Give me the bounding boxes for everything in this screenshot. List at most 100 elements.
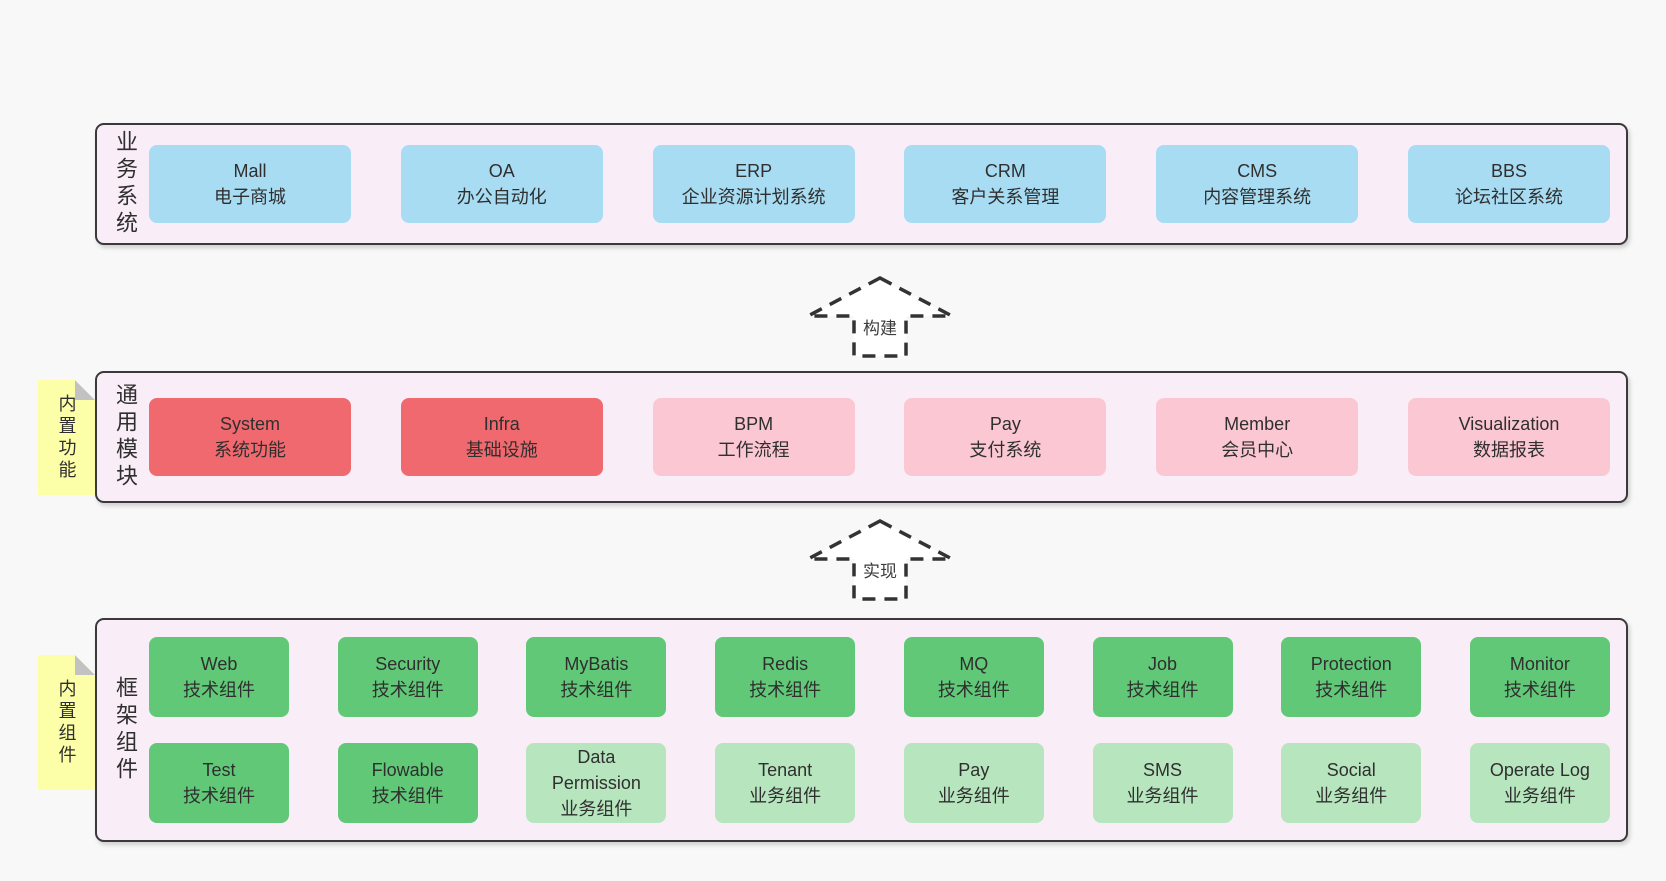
box-subtitle: 工作流程 (717, 440, 790, 460)
box-subtitle: 支付系统 (969, 440, 1042, 460)
box-title: Security (375, 654, 441, 674)
box-title: Tenant (758, 760, 813, 780)
box-title: Job (1148, 654, 1178, 674)
box-monitor: Monitor 技术组件 (1469, 637, 1610, 717)
box-subtitle: 业务组件 (1126, 786, 1199, 806)
box-subtitle: 业务组件 (937, 786, 1010, 806)
box-visualization: Visualization 数据报表 (1407, 398, 1610, 476)
box-subtitle: 技术组件 (1126, 680, 1199, 700)
box-subtitle: 会员中心 (1221, 440, 1294, 460)
box-member: Member 会员中心 (1156, 398, 1359, 476)
build-arrow-label: 构建 (861, 314, 899, 339)
box-title: Infra (483, 414, 520, 434)
implement-arrow-label: 实现 (861, 557, 899, 582)
box-social: Social 业务组件 (1281, 743, 1422, 823)
box-mall: Mall 电子商城 (149, 145, 351, 223)
box-subtitle: 技术组件 (371, 680, 444, 700)
box-subtitle: 业务组件 (749, 786, 822, 806)
box-subtitle: 技术组件 (183, 786, 255, 806)
box-title: Visualization (1458, 414, 1560, 434)
box-subtitle: 办公自动化 (456, 187, 547, 207)
box-subtitle: 电子商城 (214, 187, 286, 207)
box-subtitle: 技术组件 (749, 680, 822, 700)
box-title: Web (200, 654, 238, 674)
box-sms: SMS 业务组件 (1092, 743, 1233, 823)
box-subtitle: 业务组件 (560, 799, 633, 819)
panel-label-business-systems: 业务系统 (113, 130, 138, 238)
box-title: MyBatis (564, 654, 629, 674)
panel-label-common-modules: 通用模块 (113, 383, 138, 491)
box-title: ERP (735, 161, 773, 181)
box-pay: Pay 业务组件 (903, 743, 1044, 823)
box-subtitle: 业务组件 (1503, 786, 1576, 806)
box-crm: CRM 客户关系管理 (904, 145, 1107, 223)
box-title: Member (1224, 414, 1291, 434)
box-title: BPM (734, 414, 774, 434)
box-tenant: Tenant 业务组件 (715, 743, 856, 823)
implement-arrow: 实现 (805, 517, 955, 603)
box-flowable: Flowable 技术组件 (337, 743, 478, 823)
sticky-tag-builtin-features: 内置功能 (38, 380, 95, 495)
box-title: Test (202, 760, 236, 780)
box-title: Pay (989, 414, 1021, 434)
box-test: Test 技术组件 (149, 743, 289, 823)
box-subtitle: 技术组件 (371, 786, 444, 806)
sticky-tag-text: 内置组件 (56, 678, 77, 767)
box-title: Operate Log (1489, 760, 1590, 780)
box-title: Pay (958, 760, 990, 780)
box-protection: Protection 技术组件 (1281, 637, 1422, 717)
box-title: CMS (1237, 161, 1278, 181)
box-title: MQ (959, 654, 989, 674)
box-title: BBS (1490, 161, 1527, 181)
box-title: Redis (762, 654, 809, 674)
box-title: Mall (233, 161, 267, 181)
box-subtitle: 数据报表 (1472, 440, 1545, 460)
box-title: Flowable (371, 760, 444, 780)
box-title: CRM (984, 161, 1026, 181)
box-infra: Infra 基础设施 (400, 398, 603, 476)
box-subtitle: 客户关系管理 (951, 187, 1060, 207)
sticky-tag-builtin-components: 内置组件 (38, 655, 95, 790)
box-subtitle: 技术组件 (1315, 680, 1388, 700)
sticky-tag-text: 内置功能 (56, 393, 77, 482)
box-subtitle: 企业资源计划系统 (681, 187, 826, 207)
box-subtitle: 业务组件 (1315, 786, 1388, 806)
box-cms: CMS 内容管理系统 (1156, 145, 1359, 223)
panel-label-framework-components: 框架组件 (113, 676, 138, 784)
build-arrow: 构建 (805, 274, 955, 360)
box-pay: Pay 支付系统 (904, 398, 1107, 476)
box-subtitle: 基础设施 (465, 440, 538, 460)
box-title: System (219, 414, 280, 434)
box-title: Data Permission (551, 747, 641, 793)
box-bpm: BPM 工作流程 (652, 398, 855, 476)
box-title: Monitor (1509, 654, 1570, 674)
box-subtitle: 技术组件 (1503, 680, 1576, 700)
box-subtitle: 技术组件 (937, 680, 1010, 700)
box-subtitle: 论坛社区系统 (1454, 187, 1563, 207)
box-title: Protection (1310, 654, 1392, 674)
box-subtitle: 系统功能 (214, 440, 286, 460)
box-job: Job 技术组件 (1092, 637, 1233, 717)
box-data-permission: Data Permission 业务组件 (526, 743, 667, 823)
box-operate-log: Operate Log 业务组件 (1469, 743, 1610, 823)
box-title: SMS (1143, 760, 1183, 780)
box-erp: ERP 企业资源计划系统 (652, 145, 855, 223)
common-modules-row: System 系统功能 Infra 基础设施 BPM 工作流程 Pay 支付系统 Member 会… (149, 373, 1610, 501)
box-subtitle: 内容管理系统 (1203, 187, 1312, 207)
box-subtitle: 技术组件 (183, 680, 255, 700)
box-title: Social (1326, 760, 1376, 780)
box-mq: MQ 技术组件 (903, 637, 1044, 717)
panel-common-modules: 通用模块 System 系统功能 Infra 基础设施 BPM 工作流程 Pay 支付系统 Me… (95, 371, 1628, 503)
box-security: Security 技术组件 (337, 637, 478, 717)
box-web: Web 技术组件 (149, 637, 289, 717)
box-bbs: BBS 论坛社区系统 (1407, 145, 1610, 223)
